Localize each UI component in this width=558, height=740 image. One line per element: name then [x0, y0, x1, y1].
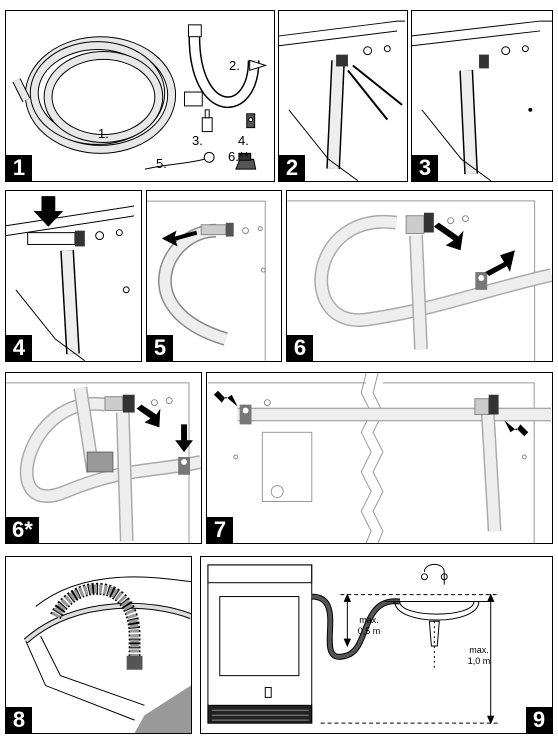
step-8-illustration — [23, 576, 191, 733]
panel-3-step: 3 — [411, 10, 553, 182]
dimension-upper-line2: 0,5 m — [357, 626, 381, 636]
step-2-illustration — [279, 20, 406, 181]
arrow-icon — [433, 222, 464, 251]
panel-number: 6* — [6, 517, 39, 543]
step-6-illustration — [287, 200, 552, 361]
panel-6-step: 6 — [286, 190, 553, 362]
panel-1-parts: 1. 2. 3. 4. 5. 6.** 1 — [5, 10, 275, 182]
arrow-icon — [161, 230, 198, 247]
part-label-adapter: 6.** — [228, 149, 249, 164]
panel-number: 9 — [526, 707, 552, 733]
panel-8-step: 8 — [5, 556, 192, 734]
panel-number: 3 — [412, 155, 438, 181]
step-9-illustration — [207, 563, 499, 725]
cable-tie-icon — [144, 151, 215, 170]
coiled-hose-icon — [12, 36, 177, 154]
dimension-label-upper: max. 0,5 m — [349, 615, 389, 637]
dimension-lower-line1: max. — [469, 645, 489, 655]
hose-icon — [326, 60, 345, 170]
hose-icon — [60, 249, 80, 355]
hose-icon — [237, 407, 551, 532]
panel-number: 1 — [6, 155, 32, 181]
part-label-bend: 2. — [229, 58, 240, 73]
panel-7-step: 7 — [206, 372, 553, 544]
part-label-clamp: 4. — [238, 133, 249, 148]
adapter-icon — [235, 152, 257, 170]
panel-6-alt-step: 6* — [5, 372, 202, 544]
dimension-upper-line1: max. — [359, 615, 379, 625]
panel-9-step: max. 0,5 m max. 1,0 m 9 — [200, 556, 553, 734]
sink-icon — [384, 563, 489, 671]
hose-icon — [19, 386, 201, 542]
part-label-tie: 5. — [156, 156, 167, 171]
panel-number: 6 — [287, 335, 313, 361]
part-label-hose: 1. — [98, 126, 109, 141]
hose-icon — [459, 70, 479, 175]
panel-number: 4 — [6, 335, 32, 361]
clamp-icon — [239, 404, 252, 425]
panel-2-step: 2 — [278, 10, 408, 182]
part-label-connector: 3. — [192, 133, 203, 148]
hose-icon — [314, 214, 552, 350]
hose-icon — [158, 223, 228, 346]
dishwasher-icon — [207, 564, 313, 724]
drain-hose-icon — [311, 593, 401, 660]
pliers-icon — [347, 64, 403, 121]
panel-number: 2 — [279, 155, 305, 181]
clamp-icon — [178, 457, 190, 475]
arrow-icon — [175, 424, 193, 453]
clamp-icon — [475, 272, 488, 290]
panel-number: 7 — [207, 517, 233, 543]
hose-bend-icon — [183, 24, 268, 109]
drain-hose-icon — [50, 582, 141, 666]
step-5-illustration — [147, 200, 266, 361]
panel-5-step: 5 — [146, 190, 282, 362]
connector-icon — [201, 109, 213, 133]
arrow-icon — [485, 250, 515, 276]
parts-illustration — [12, 24, 268, 170]
dimension-lower-line2: 1,0 m — [467, 656, 491, 666]
arrow-icon — [213, 390, 238, 407]
arrow-icon — [504, 420, 529, 437]
step-4-illustration — [6, 196, 135, 361]
panel-number: 8 — [6, 707, 32, 733]
dimension-lines — [320, 593, 499, 725]
panel-4-step: 4 — [5, 190, 142, 362]
dimension-label-lower: max. 1,0 m — [459, 645, 499, 667]
step-3-illustration — [412, 20, 552, 181]
arrow-icon — [136, 404, 161, 428]
step-7-illustration — [208, 373, 551, 543]
clamp-icon — [246, 113, 256, 129]
arrow-icon — [33, 196, 64, 227]
step-6-alt-illustration — [6, 382, 201, 543]
panel-number: 5 — [147, 335, 173, 361]
